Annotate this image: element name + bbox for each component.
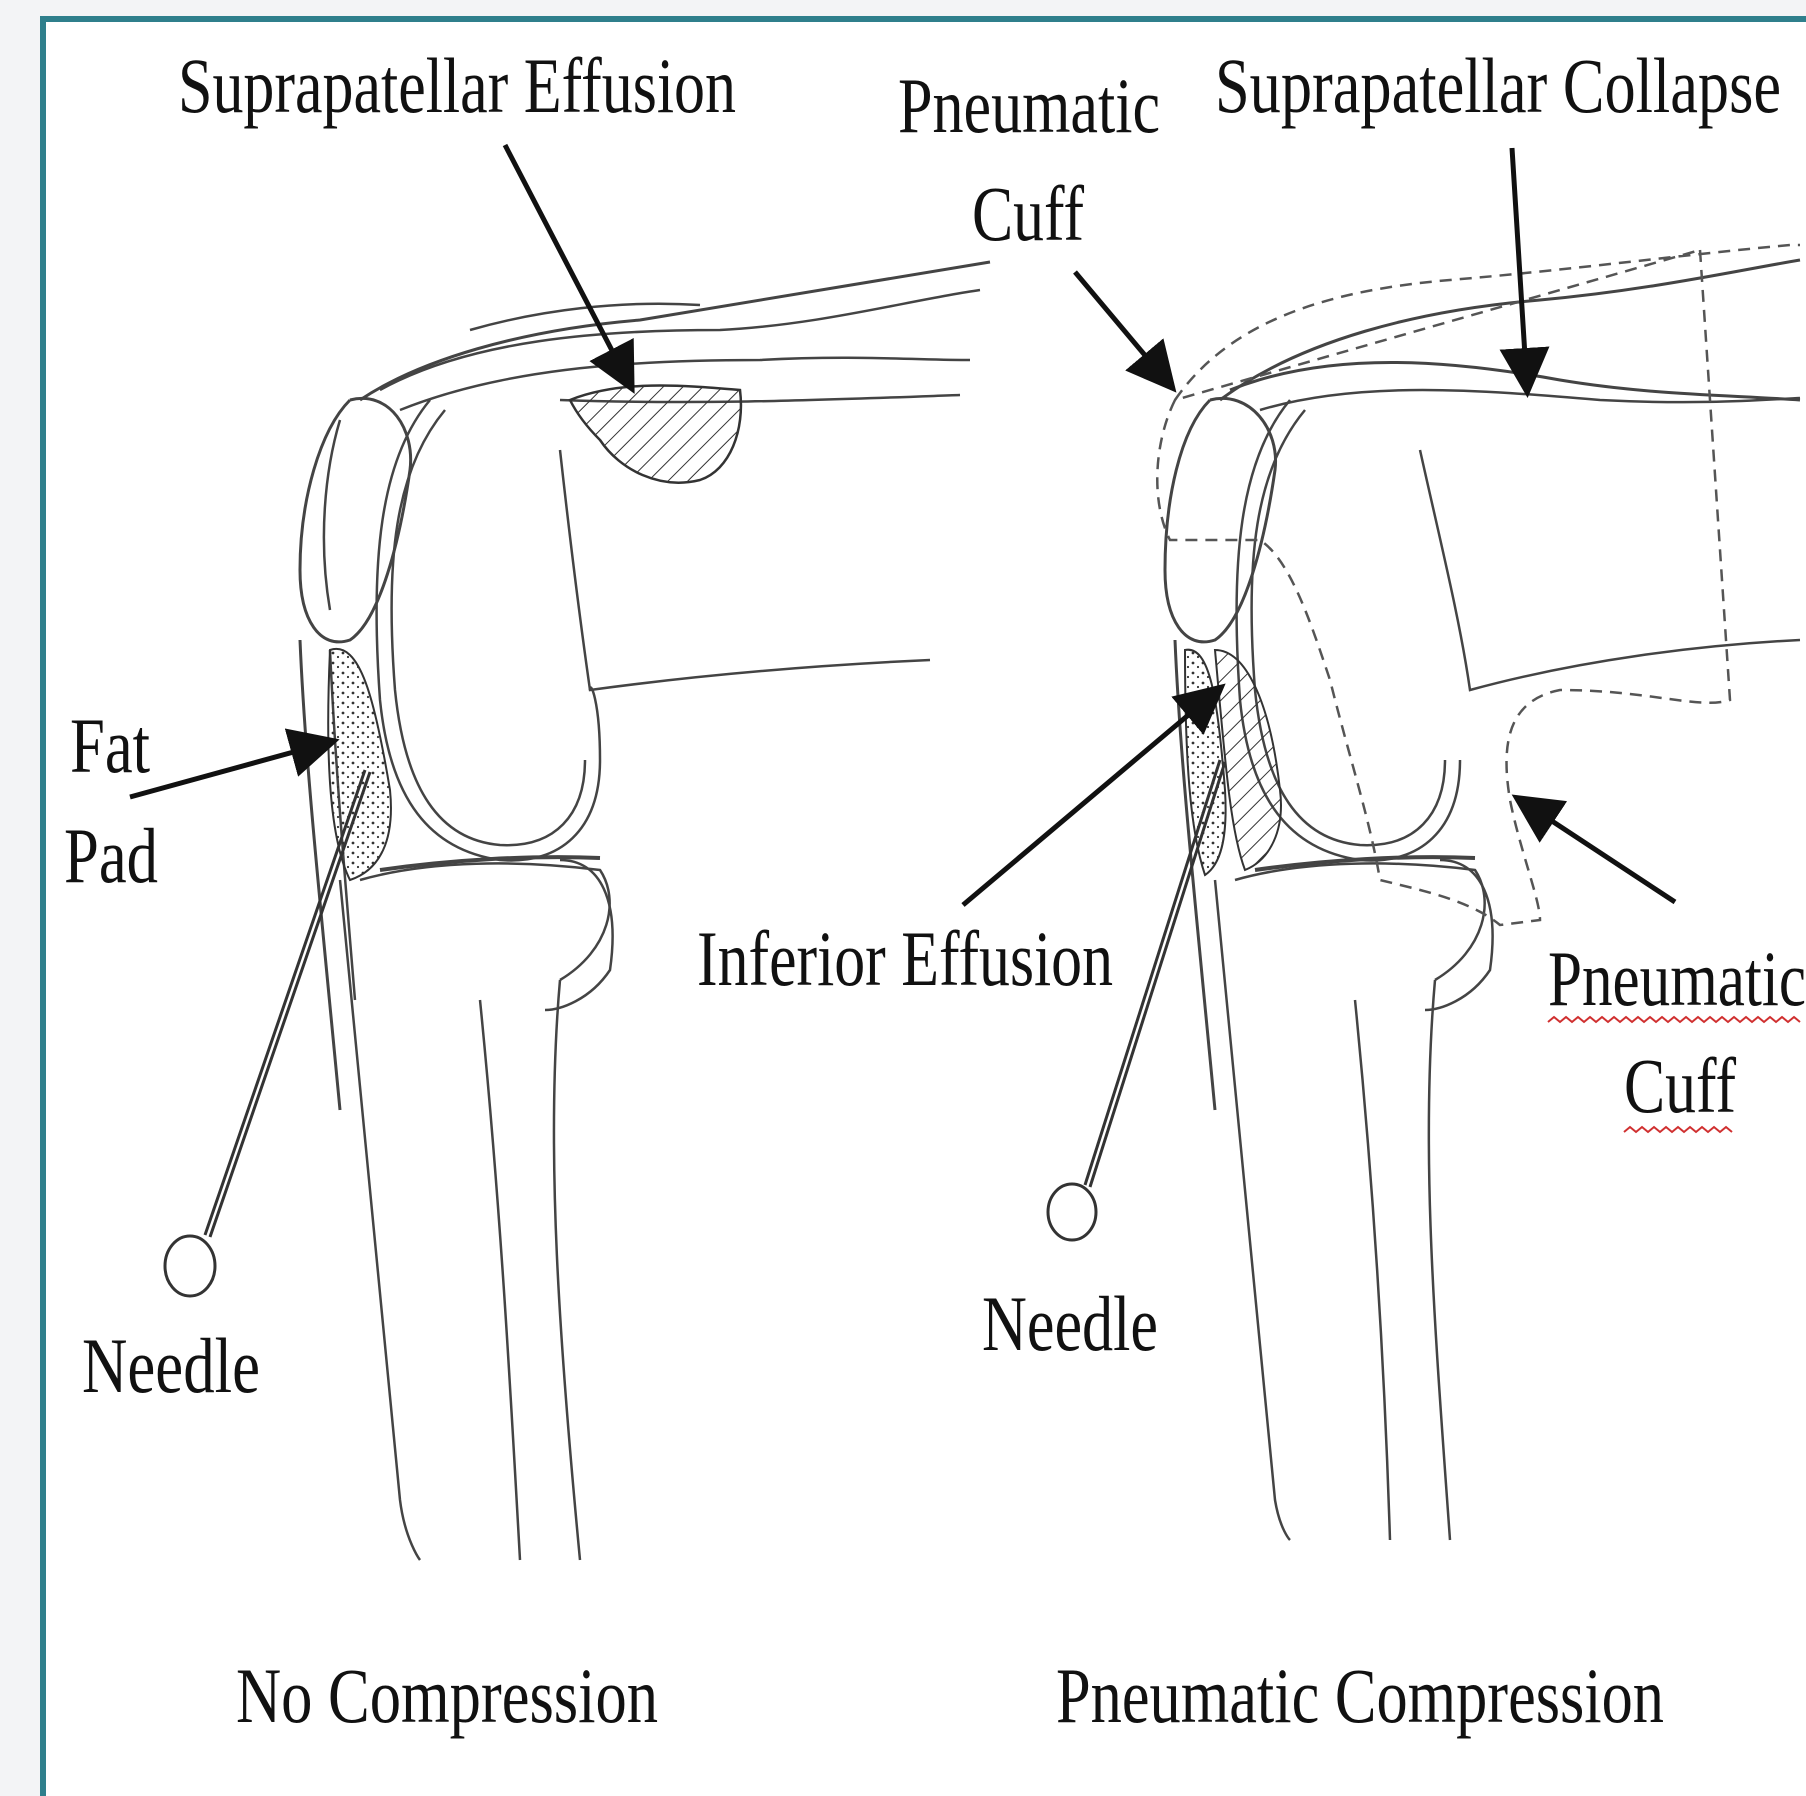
- arrow-pneumatic-cuff-top: [1075, 272, 1170, 385]
- inferior-effusion-region: [1215, 650, 1281, 870]
- suprapatellar-effusion-region: [570, 386, 741, 483]
- label-suprapatellar-effusion: Suprapatellar Effusion: [178, 42, 736, 129]
- arrow-suprapatellar-collapse: [1512, 148, 1527, 388]
- label-needle-left: Needle: [82, 1322, 260, 1409]
- right-knee-sketch: [1165, 260, 1800, 1540]
- arrow-inferior-effusion: [963, 690, 1218, 905]
- label-fat-pad-line2: Pad: [64, 812, 158, 899]
- arrow-fat-pad: [130, 742, 330, 797]
- label-fat-pad-line1: Fat: [70, 702, 150, 789]
- label-inferior-effusion: Inferior Effusion: [697, 915, 1113, 1002]
- label-needle-right: Needle: [982, 1280, 1158, 1367]
- label-suprapatellar-collapse: Suprapatellar Collapse: [1215, 42, 1781, 129]
- label-pneumatic-cuff-top-line2: Cuff: [972, 170, 1084, 257]
- caption-no-compression: No Compression: [236, 1652, 658, 1739]
- arrow-pneumatic-cuff-right: [1520, 800, 1675, 902]
- label-pneumatic-cuff-right-line2: Cuff: [1624, 1042, 1736, 1129]
- arrow-suprapatellar-effusion: [505, 145, 630, 385]
- caption-pneumatic-compression: Pneumatic Compression: [1056, 1652, 1664, 1739]
- label-pneumatic-cuff-top-line1: Pneumatic: [898, 62, 1160, 149]
- label-pneumatic-cuff-right-line1: Pneumatic: [1548, 935, 1806, 1022]
- needle-left-drawing: [165, 770, 370, 1296]
